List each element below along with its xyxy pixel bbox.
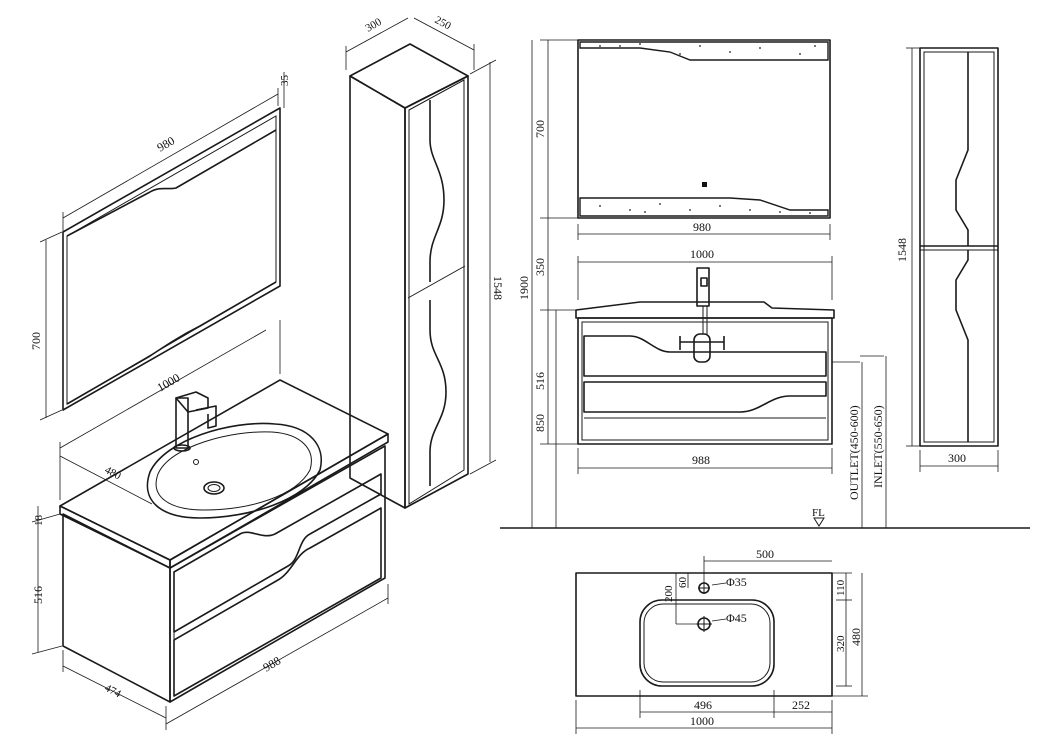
iso-cabinet-height-label: 1548 bbox=[491, 276, 505, 300]
front-vanity-width-label: 1000 bbox=[690, 247, 714, 261]
plan-total-depth-label: 480 bbox=[849, 628, 863, 646]
plan-drain-hole-label: Φ45 bbox=[726, 611, 747, 625]
iso-cabinet bbox=[345, 17, 497, 509]
plan-basin-back-label: 200 bbox=[663, 585, 675, 602]
iso-mirror bbox=[39, 72, 285, 421]
front-vanity bbox=[500, 40, 1030, 529]
side-height-label: 1548 bbox=[895, 238, 909, 262]
plan-basin-depth-label: 320 bbox=[835, 635, 847, 652]
front-vanity-mount-label: 850 bbox=[533, 414, 547, 432]
front-mirror bbox=[540, 39, 831, 240]
iso-mirror-depth-label: 35 bbox=[279, 75, 291, 87]
plan-right-top-label: 110 bbox=[835, 579, 847, 596]
side-cabinet bbox=[906, 47, 999, 472]
plan-view bbox=[575, 556, 868, 734]
front-gap-label: 350 bbox=[533, 258, 547, 276]
plan-total-width-label: 1000 bbox=[690, 714, 714, 728]
iso-vanity-base-depth-label: 474 bbox=[103, 682, 124, 701]
front-vanity-height-label: 516 bbox=[533, 372, 547, 390]
iso-vanity-top-width-label: 1000 bbox=[155, 370, 183, 394]
iso-vanity bbox=[31, 320, 389, 730]
outlet-label: OUTLET(450-600) bbox=[847, 405, 861, 500]
inlet-label: INLET(550-650) bbox=[871, 405, 885, 488]
plan-basin-width-label: 496 bbox=[694, 698, 712, 712]
front-mirror-height-label: 700 bbox=[533, 120, 547, 138]
iso-mirror-width-label: 980 bbox=[155, 133, 178, 154]
plan-tap-hole-label: Φ35 bbox=[726, 575, 747, 589]
front-vanity-base-label: 988 bbox=[692, 453, 710, 467]
plan-tap-back-label: 60 bbox=[677, 577, 689, 589]
iso-vanity-height-label: 516 bbox=[31, 586, 45, 604]
iso-cabinet-width-label: 300 bbox=[364, 16, 385, 35]
floor-label: FL bbox=[812, 507, 825, 519]
plan-tap-offset-label: 500 bbox=[756, 547, 774, 561]
iso-vanity-thickness-label: 18 bbox=[33, 515, 45, 527]
plan-right-margin-label: 252 bbox=[792, 698, 810, 712]
front-mirror-width-label: 980 bbox=[693, 220, 711, 234]
side-width-label: 300 bbox=[948, 451, 966, 465]
iso-mirror-height-label: 700 bbox=[29, 332, 43, 350]
front-total-height-label: 1900 bbox=[517, 276, 531, 300]
iso-vanity-base-width-label: 988 bbox=[261, 653, 284, 674]
